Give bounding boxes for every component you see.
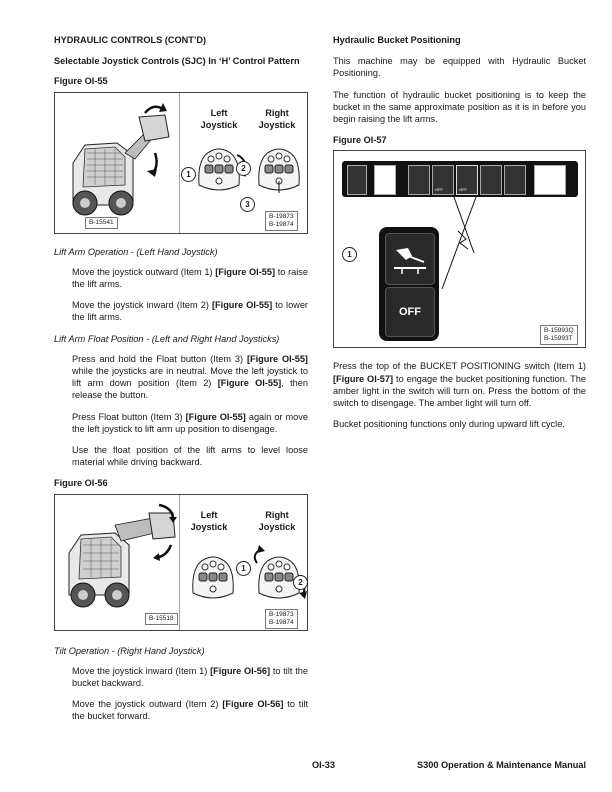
- bucket-positioning-switch: OFF: [379, 227, 439, 342]
- right-column: Hydraulic Bucket Positioning This machin…: [333, 34, 586, 439]
- bucket-paragraph-2: The function of hydraulic bucket positio…: [333, 89, 586, 125]
- bucket-paragraph-4: Bucket positioning functions only during…: [333, 419, 565, 430]
- float-paragraph-3: Use the float position of the lift arms …: [72, 445, 308, 468]
- lift-paragraph-1: Move the joystick outward (Item 1) [Figu…: [72, 266, 309, 290]
- tilt-paragraph-1: Move the joystick inward (Item 1) [Figur…: [72, 665, 308, 689]
- subsection-title: Selectable Joystick Controls (SJC) In ‘H…: [54, 56, 300, 67]
- figure-oi-56: B-15518 Left Joystick Right Joystick: [54, 493, 308, 631]
- figure-oi-56-label: Figure OI-56: [54, 478, 108, 489]
- callout-1-57: 1: [342, 247, 357, 263]
- switch-top-half: [385, 233, 435, 286]
- bucket-paragraph-3: Press the top of the BUCKET POSITIONING …: [333, 361, 586, 409]
- right-joystick-label-56: Right Joystick: [258, 509, 296, 532]
- left-joystick-icon-56: [192, 556, 234, 599]
- callout-2-56: 2: [293, 574, 308, 590]
- bucket-positioning-title: Hydraulic Bucket Positioning: [333, 35, 461, 45]
- right-joystick-icon: [258, 148, 300, 193]
- panel-blank-2: [534, 165, 566, 196]
- panel-blank-1: [374, 165, 396, 196]
- manual-title: S300 Operation & Maintenance Manual: [417, 760, 586, 770]
- panel-switch-3: OFF: [432, 165, 454, 196]
- tilt-paragraph-2: Move the joystick outward (Item 2) [Figu…: [72, 699, 308, 722]
- figure-56-caption-left: B-15518: [145, 612, 178, 625]
- left-column: HYDRAULIC CONTROLS (CONT’D) Selectable J…: [54, 34, 308, 732]
- callout-1-56: 1: [236, 560, 251, 576]
- figure-oi-57: OFF OFF OFF 1: [333, 150, 586, 349]
- right-joystick-label: Right Joystick: [258, 107, 296, 130]
- switch-off-half: OFF: [385, 287, 435, 338]
- left-joystick-label: Left Joystick: [200, 107, 238, 130]
- loader-illustration: [55, 92, 180, 233]
- left-joystick-label-56: Left Joystick: [190, 509, 228, 532]
- figure-oi-57-label: Figure OI-57: [333, 135, 387, 146]
- figure-55-caption-right: B-19873 B-19874: [265, 210, 298, 231]
- lift-arm-heading: Lift Arm Operation - (Left Hand Joystick…: [54, 246, 218, 257]
- bucket-icon: [394, 248, 426, 275]
- panel-switch-bucket: OFF: [456, 165, 478, 196]
- figure-56-caption-right: B-19873 B-19874: [265, 608, 298, 629]
- figure-oi-55: B-15541 Left Joystick Right Joystick: [54, 91, 308, 234]
- loader-tilt-illustration: [68, 494, 180, 630]
- figure-57-caption: B-15993Q B-15993T: [540, 325, 578, 346]
- page-number: OI-33: [312, 760, 335, 770]
- right-joystick-icon-56: [253, 544, 307, 599]
- float-paragraph-1: Press and hold the Float button (Item 3)…: [72, 353, 308, 401]
- callout-3: 3: [240, 196, 255, 212]
- figure-oi-55-label: Figure OI-55: [54, 76, 108, 87]
- tilt-heading: Tilt Operation - (Right Hand Joystick): [54, 645, 205, 656]
- callout-2: 2: [236, 160, 251, 176]
- section-title: HYDRAULIC CONTROLS (CONT’D): [54, 35, 207, 45]
- panel-switch-4: [480, 165, 502, 196]
- panel-switch-5: [504, 165, 526, 196]
- callout-1: 1: [181, 166, 196, 182]
- zoom-lines: [441, 197, 477, 290]
- panel-switch-1: [347, 165, 367, 196]
- lift-paragraph-2: Move the joystick inward (Item 2) [Figur…: [72, 300, 308, 323]
- float-heading: Lift Arm Float Position - (Left and Righ…: [54, 333, 280, 344]
- panel-switch-2: [408, 165, 430, 196]
- float-paragraph-2: Press Float button (Item 3) [Figure OI-5…: [72, 411, 308, 434]
- bucket-paragraph-1: This machine may be equipped with Hydrau…: [333, 56, 586, 79]
- figure-55-caption-left: B-15541: [85, 216, 118, 229]
